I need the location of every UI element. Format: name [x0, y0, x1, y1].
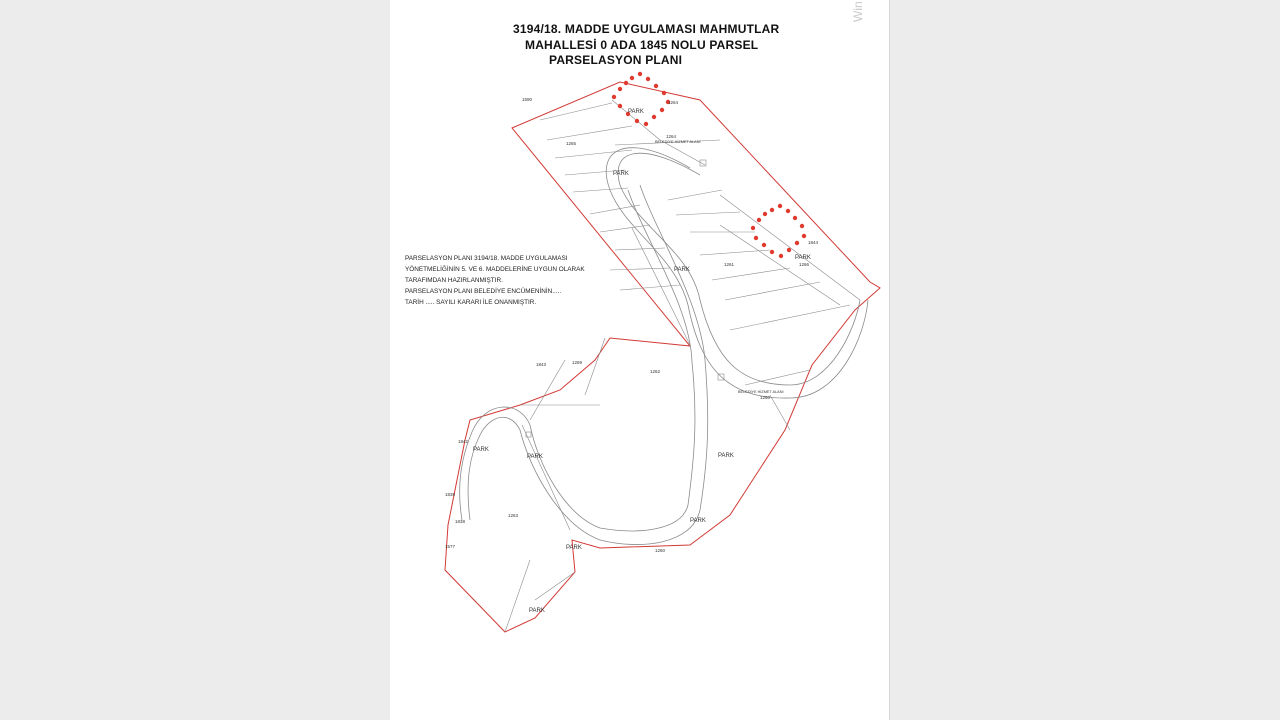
parcel-number: 1261 — [724, 262, 735, 267]
note-line: PARSELASYON PLANI 3194/18. MADDE UYGULAM… — [405, 255, 568, 262]
note-line: YÖNETMELİĞİNİN 5. VE 6. MADDELERİNE UYGU… — [405, 266, 585, 273]
map-symbol — [699, 159, 707, 167]
parcel-number: 1590 — [522, 97, 533, 102]
park-label: PARK — [566, 545, 582, 551]
note-line: TARAFIMDAN HAZIRLANMIŞTIR. — [405, 277, 503, 284]
park-label: PARK — [628, 109, 644, 115]
parcel-number: 1260 — [655, 548, 666, 553]
park-markers — [611, 71, 807, 259]
note-line: TARİH ..... SAYILI KARARI İLE ONANMIŞTIR… — [405, 299, 537, 306]
parcel-number: 1264 — [666, 134, 677, 139]
map-symbol — [717, 373, 725, 381]
park-label: PARK — [718, 453, 734, 459]
parcel-lines — [504, 99, 861, 633]
parcel-number: 1843 — [536, 362, 547, 367]
parcel-number: 1577 — [445, 544, 456, 549]
park-label: PARK — [473, 447, 489, 453]
parcel-number: 1269 — [572, 360, 583, 365]
road-network — [459, 147, 869, 545]
parcel-numbers: 1264 1264 1266 1265 1261 1262 1263 1260 … — [445, 97, 819, 553]
parcel-number: 1260 — [760, 395, 771, 400]
map-symbol — [525, 431, 532, 438]
parcel-number: 1264 — [668, 100, 679, 105]
note-line: PARSELASYON PLANI BELEDİYE ENCÜMENİNİN..… — [405, 288, 562, 295]
parcel-number: 1263 — [508, 513, 519, 518]
service-area-label: BELEDİYE HİZMET ALANI — [738, 389, 784, 394]
title-line-3: PARSELASYON PLANI — [549, 53, 683, 67]
park-label: PARK — [527, 454, 543, 460]
map-sheet — [390, 0, 890, 720]
park-label: PARK — [613, 171, 629, 177]
title-line-2: MAHALLESİ 0 ADA 1845 NOLU PARSEL — [525, 38, 759, 52]
park-label: PARK — [674, 267, 690, 273]
service-area-labels: BELEDİYE HİZMET ALANI BELEDİYE HİZMET AL… — [655, 139, 784, 394]
parcel-number: 1262 — [650, 369, 661, 374]
park-label: PARK — [690, 518, 706, 524]
park-label: PARK — [795, 255, 811, 261]
parcel-number: 1266 — [799, 262, 810, 267]
parcel-number: 1265 — [566, 141, 577, 146]
parcel-number: 1839 — [445, 492, 456, 497]
approval-note: PARSELASYON PLANI 3194/18. MADDE UYGULAM… — [405, 253, 605, 308]
title-line-1: 3194/18. MADDE UYGULAMASI MAHMUTLAR — [513, 22, 780, 36]
park-labels: PARK PARK PARK PARK PARK PARK PARK PARK … — [473, 109, 811, 614]
service-area-label: BELEDİYE HİZMET ALANI — [655, 139, 701, 144]
parcel-number: 1838 — [455, 519, 466, 524]
park-label: PARK — [529, 608, 545, 614]
parcel-number: 1844 — [808, 240, 819, 245]
parcel-number: 1842 — [458, 439, 469, 444]
sheet-edge — [889, 0, 890, 720]
